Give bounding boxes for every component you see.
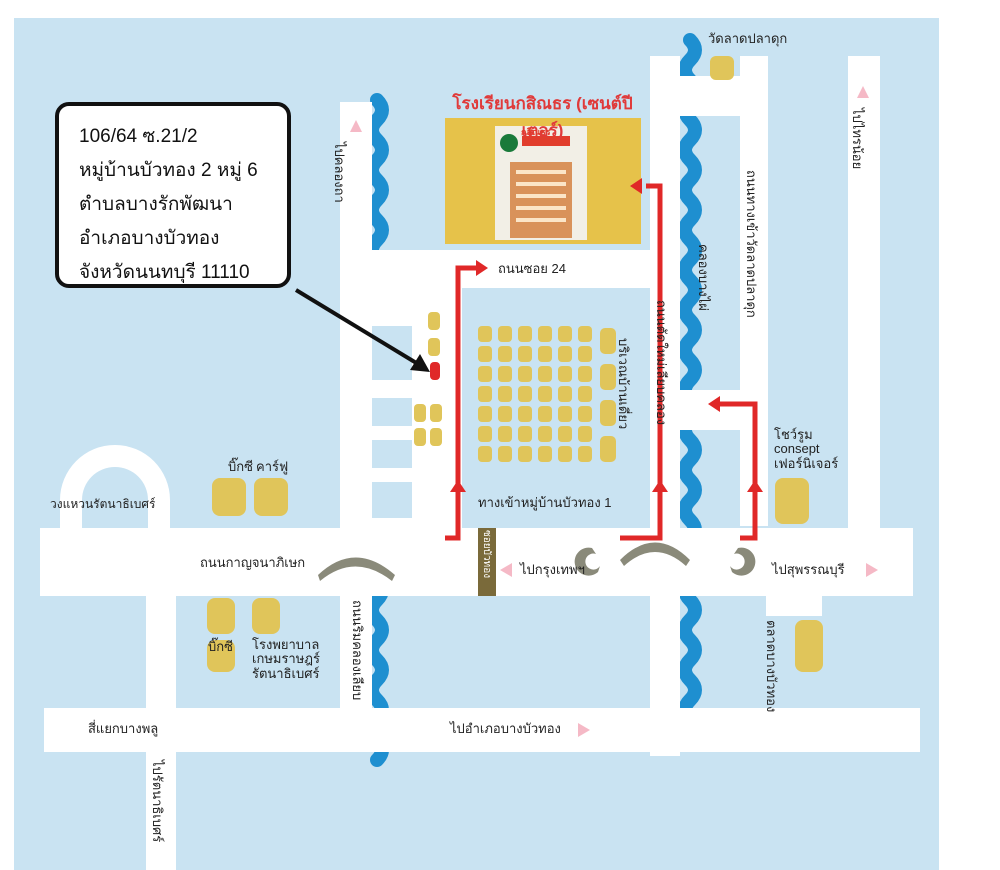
village-house [478,366,492,382]
village-house [518,386,532,402]
village-house [538,366,552,382]
label-soi-bua-thong: ซอยบัวทอง [481,530,492,579]
village-house [518,406,532,422]
callout-arrow-icon [294,288,430,372]
village-house [478,346,492,362]
village-house [578,386,592,402]
village-house [478,426,492,442]
address-line-3: ตำบลบางรักพัฒนา [79,194,233,215]
village-house [558,366,572,382]
village-house [518,366,532,382]
label-wat-market: วัดลาดปลาดุก [708,31,788,46]
village-house [578,346,592,362]
route-arrowheads [450,178,763,492]
label-to-sai-noi: ไปไทรน้อย [850,108,865,170]
village-house [558,346,572,362]
village-house [578,326,592,342]
pink-triangle-icon [350,86,878,737]
village-houses [478,326,592,462]
label-hospital: โรงพยาบาลเกษมราษฎร์ รัตนาธิเบศร์ [252,637,321,681]
village-house [578,366,592,382]
label-bang-bua-thong-market: ตลาดบางบัวทอง [764,620,779,713]
label-ratthanathibet-circle: วงแหวนรัตนาธิเบศร์ [50,497,156,511]
school-sign-name: กสิณธร [521,127,551,137]
label-village-entrance: ทางเข้าหมู่บ้านบัวทอง 1 [478,495,612,510]
address-line-5: จังหวัดนนทบุรี 11110 [79,262,250,283]
label-to-suphanburi: ไปสุพรรณบุรี [772,562,845,577]
roads [40,56,920,870]
label-kanchanaphisek-road: ถนนกาญจนาภิเษก [200,555,306,570]
red-marker-icon [430,362,440,380]
side-street-dividers [372,326,412,518]
village-house [538,386,552,402]
village-house [498,406,512,422]
address-line-4: อำเภอบางบัวทอง [79,228,220,249]
village-house [498,326,512,342]
village-house [478,446,492,462]
address-line-1: 106/64 ซ.21/2 [79,126,198,147]
label-khlong-bang-phai: คลองบางไผ่ [696,244,711,311]
village-house [538,426,552,442]
label-road-wat-lat-pla-duk: ถนนทางเข้าวัดลาดปลาดุก [744,170,759,318]
village-house [538,446,552,462]
village-house [518,446,532,462]
village-house [578,426,592,442]
village-house [498,346,512,362]
label-big-c-2: บิ๊กซี [208,639,233,654]
village-house [498,386,512,402]
village-house [558,326,572,342]
label-soi-24: ถนนซอย 24 [498,261,566,276]
ring-road-circle [60,445,170,530]
label-new-road-khlong: ถนนตัดใหม่เลียบคลอง [654,300,669,426]
address-line-2: หมู่บ้านบัวทอง 2 หมู่ 6 [79,160,258,181]
label-village-area: บริเวณบ้านเดี่ยว [616,338,631,430]
village-house [518,426,532,442]
label-road-along-canal: ถนนริมคลองเลียบ [350,600,365,701]
label-to-bang-bua-thong: ไปอำเภอบางบัวทอง [450,721,561,736]
school-emblem-icon [500,134,518,152]
village-house [518,326,532,342]
village-house [478,386,492,402]
village-house [478,326,492,342]
label-carrefour: คาร์ฟู [256,459,289,474]
soi-bua-thong-sign [478,528,496,596]
label-to-khlong-tha: ไปคลองถา [332,142,347,203]
school-title: โรงเรียนกสิณธร (เซนต์ปีเตอร์) [452,94,633,140]
village-house [538,346,552,362]
village-house [498,446,512,462]
label-bang-phlu-junction: สี่แยกบางพลู [88,721,159,736]
village-house [558,406,572,422]
village-house [518,346,532,362]
landmark-buildings [207,56,823,672]
village-house [578,406,592,422]
village-house [498,426,512,442]
label-big-c: บิ๊กซี [228,459,253,474]
village-house [538,406,552,422]
label-to-ratthanathibet: ไปรัตนาธิเบศร์ [150,760,165,843]
label-showroom: โชว์รูม consept เฟอร์นิเจอร์ [774,427,839,471]
village-house [558,446,572,462]
village-house [498,366,512,382]
address-callout: 106/64 ซ.21/2 หมู่บ้านบัวทอง 2 หมู่ 6 ตำ… [55,102,291,288]
village-house [478,406,492,422]
village-house [558,426,572,442]
route-arrows [445,183,758,541]
village-house [538,326,552,342]
school-panel [445,118,641,244]
village-house [558,386,572,402]
overpass-icons [318,542,756,581]
label-to-bangkok: ไปกรุงเทพฯ [520,562,585,577]
village-house [578,446,592,462]
